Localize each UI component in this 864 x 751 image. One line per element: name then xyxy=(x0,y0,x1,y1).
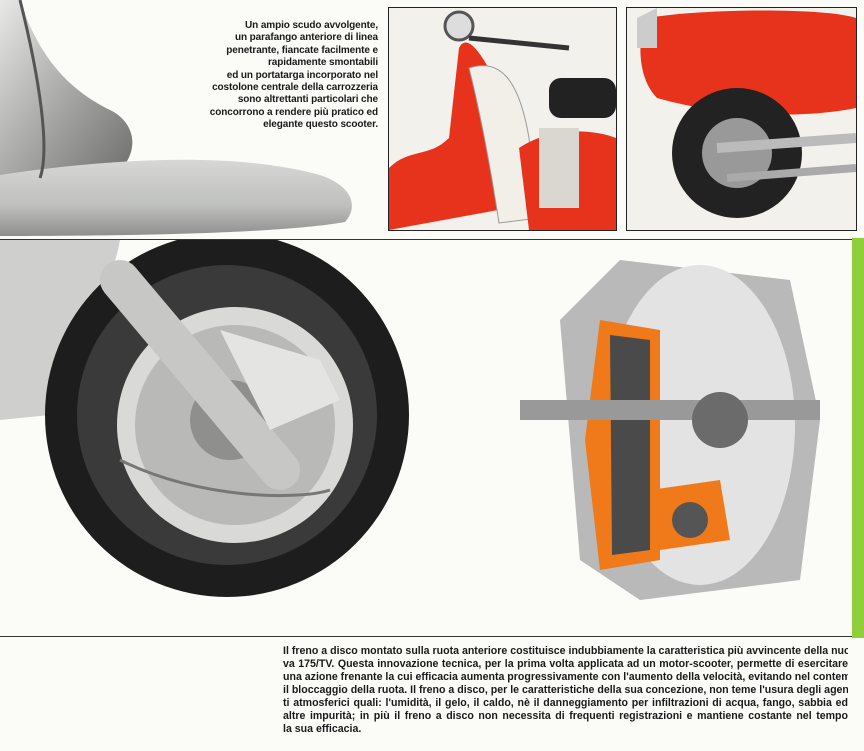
text-line: una azione frenante la cui efficacia aum… xyxy=(283,671,848,683)
text-line: la sua efficacia. xyxy=(283,723,362,735)
text-line: va 175/TV. Questa innovazione tecnica, p… xyxy=(283,658,848,670)
caption-line: sono altrettanti particolari che xyxy=(237,94,378,106)
text-line: altre impurità; in più il freno a disco … xyxy=(283,710,848,722)
front-wheel-photo xyxy=(45,240,409,597)
fender-photo xyxy=(0,0,360,236)
caption-line: penetrante, fiancate facilmente e xyxy=(226,44,378,56)
disc-brake-cutaway xyxy=(520,260,820,600)
caption-line: concorrono a rendere più pratico ed xyxy=(209,106,378,118)
caption-line: un parafango anteriore di linea xyxy=(234,32,378,44)
text-line: ti atmosferici quali: l'umidità, il gelo… xyxy=(283,697,848,709)
caption-line: elegante questo scooter. xyxy=(263,119,378,131)
scooter-front-photo xyxy=(388,7,617,231)
caption-line: ed un portatarga incorporato nel xyxy=(226,69,378,81)
brake-description: Il freno a disco montato sulla ruota ant… xyxy=(283,645,848,736)
text-line: Il freno a disco montato sulla ruota ant… xyxy=(283,645,848,657)
scooter-rear-photo xyxy=(626,7,857,231)
caption-line: costolone centrale della carrozzeria xyxy=(212,82,378,94)
green-edge-bar xyxy=(852,238,864,638)
text-line: il bloccaggio della ruota. Il freno a di… xyxy=(283,684,848,696)
caption-line: rapidamente smontabili xyxy=(267,57,378,69)
top-caption: Un ampio scudo avvolgente, un parafango … xyxy=(200,20,378,132)
caption-line: Un ampio scudo avvolgente, xyxy=(245,20,378,31)
brake-illustration-panel xyxy=(0,239,852,637)
